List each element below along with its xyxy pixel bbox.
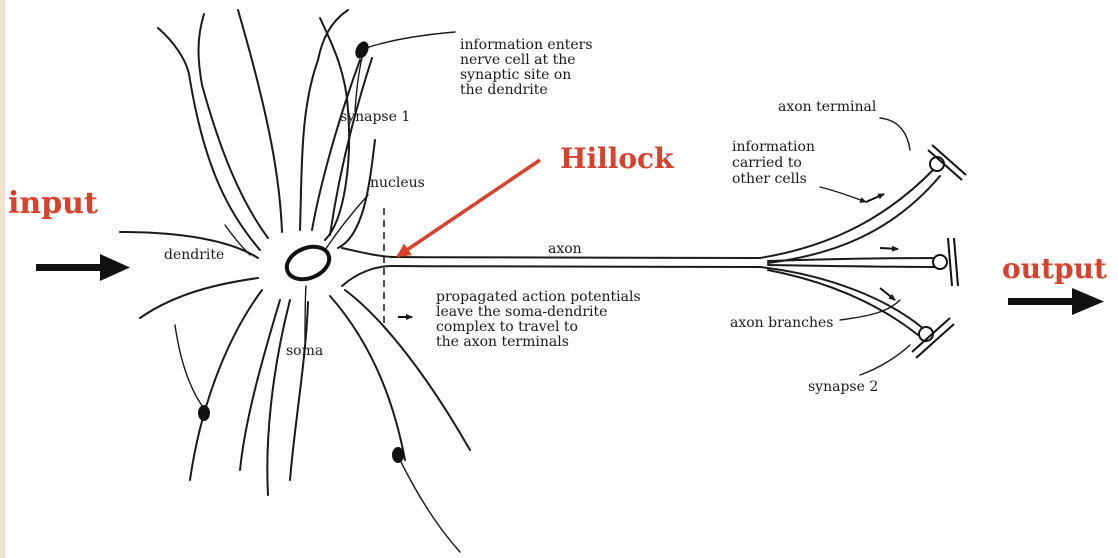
dendrite-label: dendrite	[164, 248, 224, 263]
propagated-line-3: complex to travel to	[436, 320, 578, 335]
info-carried-line-3: other cells	[732, 172, 807, 187]
axon-label: axon	[548, 242, 582, 257]
axon-terminal-label: axon terminal	[778, 100, 876, 115]
input-label: input	[8, 186, 98, 221]
lower-left-synapse	[175, 325, 210, 421]
info-enters-line-2: nerve cell at the	[460, 53, 576, 68]
soma-label: soma	[286, 344, 323, 359]
bottom-synapse	[392, 447, 460, 552]
synapse-2-label: synapse 2	[808, 380, 878, 395]
info-enters-line-3: synaptic site on	[460, 68, 571, 83]
flow-arrow-lower	[880, 288, 895, 300]
propagated-line-1: propagated action potentials	[436, 290, 641, 305]
synapse-1-label: synapse 1	[340, 110, 410, 125]
nucleus-label: nucleus	[370, 176, 425, 191]
synapse-1-knob	[353, 32, 455, 61]
axon-branches-label: axon branches	[730, 316, 833, 331]
output-label: output	[1002, 252, 1107, 285]
info-enters-line-1: information enters	[460, 38, 593, 53]
info-carried-line-1: information	[732, 140, 815, 155]
propagated-line-2: leave the soma-dendrite	[436, 305, 607, 320]
info-enters-line-4: the dendrite	[460, 83, 548, 98]
flow-arrow-upper	[866, 194, 884, 202]
flow-arrow-middle	[880, 248, 898, 249]
propagated-line-4: the axon terminals	[436, 335, 569, 350]
input-arrow	[36, 254, 130, 281]
info-carried-line-2: carried to	[732, 156, 802, 171]
hillock-label: Hillock	[560, 142, 674, 175]
output-arrow	[1008, 288, 1104, 315]
